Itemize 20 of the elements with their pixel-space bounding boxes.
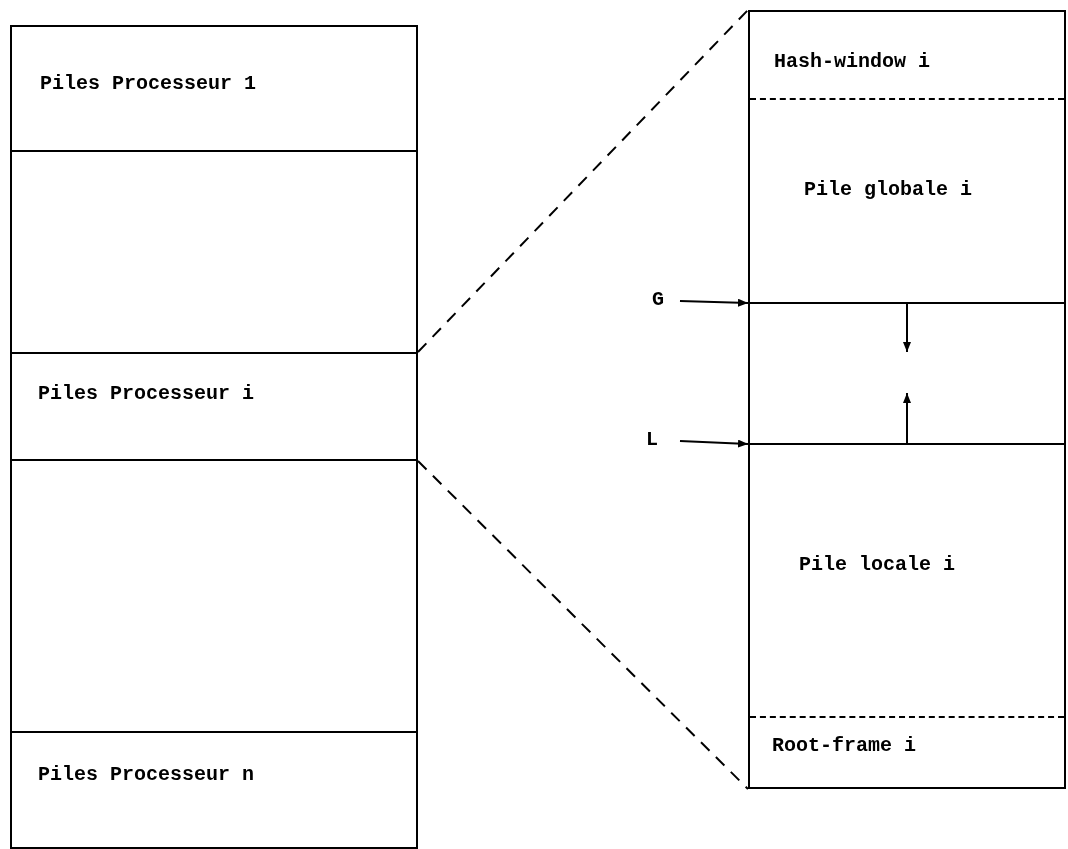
segment-label: Piles Processeur i bbox=[38, 382, 255, 406]
segment-label: Hash-window i bbox=[774, 50, 931, 74]
pointer-arrow bbox=[679, 298, 749, 307]
memory-segment bbox=[10, 25, 418, 152]
segment-label: Pile locale i bbox=[799, 553, 956, 577]
memory-segment bbox=[10, 731, 418, 849]
pointer-label: L bbox=[646, 428, 658, 451]
zoom-line bbox=[417, 460, 749, 790]
free-space-band bbox=[750, 302, 1064, 445]
zoom-line bbox=[417, 9, 749, 353]
pointer-arrow bbox=[679, 439, 749, 448]
memory-segment bbox=[10, 459, 418, 733]
memory-segment bbox=[10, 352, 418, 461]
stack-panel bbox=[748, 10, 1066, 789]
segment-label: Root-frame i bbox=[772, 734, 917, 758]
pointer-label: G bbox=[652, 288, 664, 311]
segment-label: Pile globale i bbox=[804, 178, 973, 202]
segment-label: Piles Processeur n bbox=[38, 763, 255, 787]
segment-label: Piles Processeur 1 bbox=[40, 72, 257, 96]
memory-segment bbox=[10, 150, 418, 354]
